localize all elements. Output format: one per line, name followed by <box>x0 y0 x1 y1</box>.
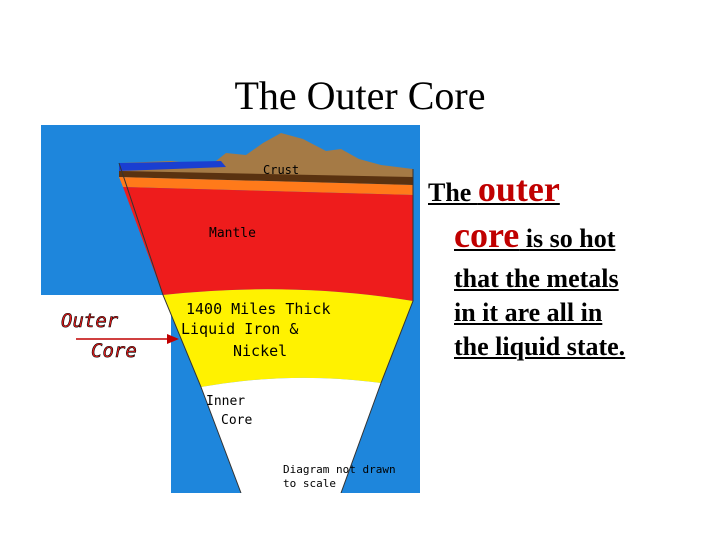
label-mantle: Mantle <box>209 226 256 241</box>
earth-cross-section: Crust Mantle 1400 Miles Thick Liquid Iro… <box>41 125 420 493</box>
upper-mantle-layer <box>119 177 413 195</box>
label-crust: Crust <box>263 163 299 177</box>
label-note-1: Diagram not drawn <box>283 463 396 476</box>
earth-layers-diagram: Crust Mantle 1400 Miles Thick Liquid Iro… <box>41 125 420 493</box>
desc-line-5: the liquid state. <box>454 332 626 361</box>
label-outer-core-2: Core <box>91 340 137 362</box>
desc-line-2: core is so hot <box>454 214 615 256</box>
label-thickness-1: 1400 Miles Thick <box>186 300 331 318</box>
desc-lead: The <box>428 178 478 207</box>
label-note-2: to scale <box>283 477 336 490</box>
desc-line-1: The outer <box>428 168 560 210</box>
crust-layer <box>119 133 413 181</box>
layer-outline <box>118 162 414 493</box>
desc-line-3: that the metals <box>454 264 619 293</box>
label-outer-core-1: Outer <box>61 310 119 332</box>
ocean-layer <box>119 161 226 171</box>
mantle-layer <box>123 187 413 301</box>
desc-line-4: in it are all in <box>454 298 603 327</box>
label-thickness-2: Liquid Iron & <box>181 320 298 338</box>
outer-core-layer <box>163 289 413 387</box>
desc-word-core: core <box>454 215 520 255</box>
inner-core-layer <box>201 377 381 493</box>
label-inner-core-2: Core <box>221 413 252 428</box>
slide-title: The Outer Core <box>234 73 486 118</box>
label-inner-core-1: Inner <box>206 394 245 409</box>
diagram-white-area <box>41 295 171 493</box>
label-thickness-3: Nickel <box>233 342 287 360</box>
desc-after-core: is so hot <box>519 224 616 253</box>
desc-word-outer: outer <box>477 169 560 209</box>
outer-core-arrow-head <box>167 334 179 344</box>
crust-base <box>119 171 413 185</box>
